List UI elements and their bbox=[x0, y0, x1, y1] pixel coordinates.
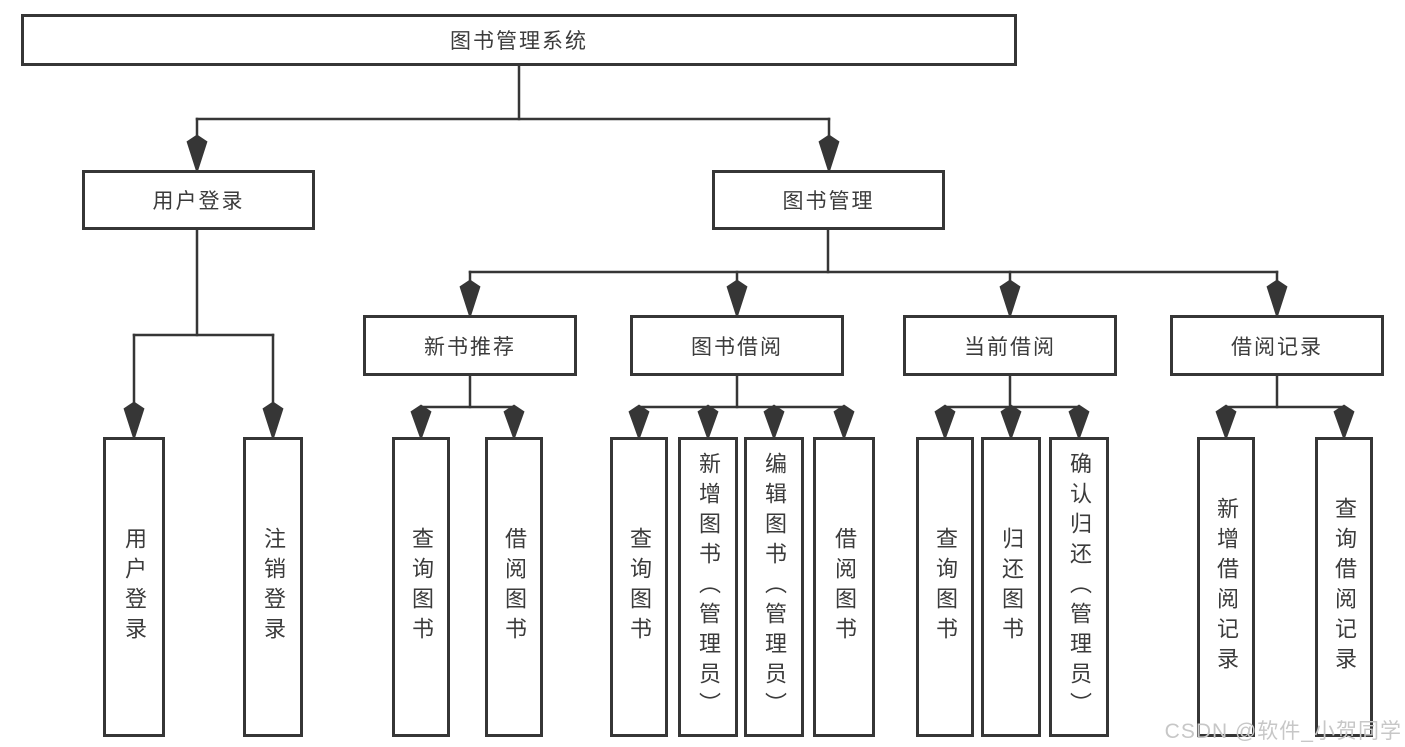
node-borrowing-records: 借阅记录 bbox=[1170, 315, 1384, 376]
leaf-borrow-books-recommend: 借阅图书 bbox=[485, 437, 543, 737]
connector-borrowing-records-to-leaves bbox=[1215, 374, 1355, 441]
connector-current-borrowing-to-leaves bbox=[934, 374, 1090, 441]
node-library-system: 图书管理系统 bbox=[21, 14, 1017, 66]
leaf-add-borrow-record: 新增借阅记录 bbox=[1197, 437, 1255, 737]
leaf-add-books-admin: 新增图书（管理员） bbox=[678, 437, 738, 737]
leaf-edit-books-admin: 编辑图书（管理员） bbox=[744, 437, 804, 737]
csdn-watermark: CSDN @软件_小贺同学 bbox=[1164, 720, 1402, 743]
connector-root-to-level2 bbox=[186, 64, 840, 175]
connector-book-management-to-level3 bbox=[459, 228, 1288, 320]
leaf-query-books-recommend: 查询图书 bbox=[392, 437, 450, 737]
leaf-query-books-borrowing: 查询图书 bbox=[610, 437, 668, 737]
leaf-return-books: 归还图书 bbox=[981, 437, 1041, 737]
leaf-confirm-return-admin: 确认归还（管理员） bbox=[1049, 437, 1109, 737]
node-book-borrowing: 图书借阅 bbox=[630, 315, 844, 376]
node-new-book-recommend: 新书推荐 bbox=[363, 315, 577, 376]
leaf-user-login: 用户登录 bbox=[103, 437, 165, 737]
leaf-borrow-books-borrowing: 借阅图书 bbox=[813, 437, 875, 737]
leaf-query-books-current: 查询图书 bbox=[916, 437, 974, 737]
node-user-login: 用户登录 bbox=[82, 170, 315, 230]
node-book-management: 图书管理 bbox=[712, 170, 945, 230]
connector-user-login-to-leaves bbox=[123, 228, 284, 442]
node-current-borrowing: 当前借阅 bbox=[903, 315, 1117, 376]
leaf-logout: 注销登录 bbox=[243, 437, 303, 737]
connector-book-borrowing-to-leaves bbox=[628, 374, 855, 441]
leaf-query-borrow-record: 查询借阅记录 bbox=[1315, 437, 1373, 737]
connector-new-book-recommend-to-leaves bbox=[410, 374, 525, 441]
